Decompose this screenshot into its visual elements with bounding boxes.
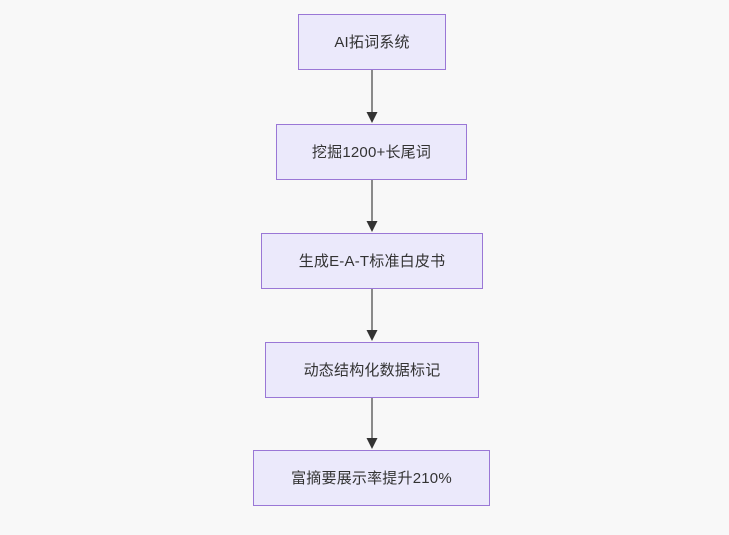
node-label: 挖掘1200+长尾词 xyxy=(311,143,432,161)
edge-n1-n2 xyxy=(366,70,378,123)
node-label: 富摘要展示率提升210% xyxy=(291,469,452,487)
edge-n4-n5 xyxy=(366,398,378,449)
node-label: 生成E-A-T标准白皮书 xyxy=(298,252,446,270)
flowchart-node-generate-eat-whitepaper[interactable]: 生成E-A-T标准白皮书 xyxy=(261,233,483,289)
flowchart-node-mine-longtail-keywords[interactable]: 挖掘1200+长尾词 xyxy=(276,124,467,180)
flowchart-node-ai-keyword-system[interactable]: AI拓词系统 xyxy=(298,14,446,70)
node-label: AI拓词系统 xyxy=(334,33,410,51)
edge-n3-n4 xyxy=(366,289,378,341)
edge-n2-n3 xyxy=(366,180,378,232)
flowchart-node-dynamic-structured-data-markup[interactable]: 动态结构化数据标记 xyxy=(265,342,479,398)
node-label: 动态结构化数据标记 xyxy=(303,361,441,379)
flowchart-node-rich-snippet-impression-lift[interactable]: 富摘要展示率提升210% xyxy=(253,450,490,506)
